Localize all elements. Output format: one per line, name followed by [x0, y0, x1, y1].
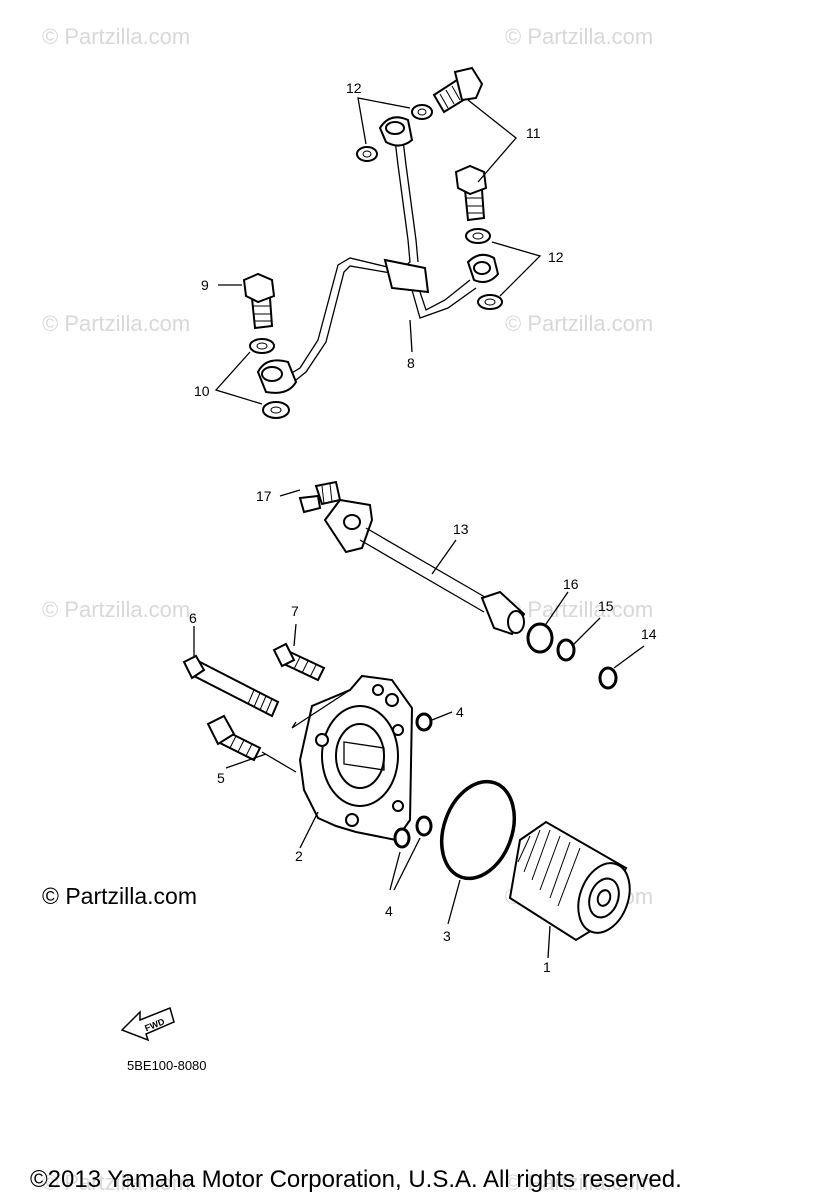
- callout-17: 17: [256, 488, 272, 504]
- leader-lines-lower: [193, 489, 645, 959]
- callout-3: 3: [443, 928, 451, 944]
- partzilla-credit: © Partzilla.com: [42, 883, 197, 909]
- callout-2: 2: [295, 848, 303, 864]
- callout-8: 8: [407, 355, 415, 371]
- callout-10: 10: [194, 383, 210, 399]
- leader-lines-upper: [214, 97, 542, 405]
- washer-12: [356, 104, 503, 310]
- watermark: © Partzilla.com: [42, 597, 191, 622]
- bolt-17: [298, 480, 342, 514]
- callout-12: 12: [548, 249, 564, 265]
- union-bolt-9: [242, 272, 276, 330]
- callout-16: 16: [563, 576, 579, 592]
- watermark: © Partzilla.com: [42, 311, 191, 336]
- callout-6: 6: [189, 610, 197, 626]
- diagram-code: 5BE100-8080: [127, 1058, 207, 1073]
- bolt-5: [206, 714, 262, 762]
- watermark: © Partzilla.com: [505, 1170, 654, 1195]
- callout-9: 9: [201, 277, 209, 293]
- callout-13: 13: [453, 521, 469, 537]
- oil-delivery-pipe-13: [323, 498, 526, 636]
- callout-12: 12: [346, 80, 362, 96]
- callout-5: 5: [217, 770, 225, 786]
- o-ring-4: [393, 712, 433, 849]
- watermark: © Partzilla.com: [42, 1170, 191, 1195]
- callout-15: 15: [598, 598, 614, 614]
- watermark: © Partzilla.com: [505, 597, 654, 622]
- callout-4: 4: [456, 704, 464, 720]
- oil-pipe-8: [256, 116, 500, 394]
- watermark: © Partzilla.com: [42, 24, 191, 49]
- callout-11: 11: [526, 125, 541, 141]
- callout-14: 14: [641, 626, 657, 642]
- o-ring-14: [598, 666, 618, 690]
- fwd-arrow-icon: FWD: [120, 1006, 175, 1042]
- union-bolt-11: [432, 66, 488, 222]
- o-ring-15: [556, 638, 576, 662]
- copyright-footer: ©2013 Yamaha Motor Corporation, U.S.A. A…: [30, 1166, 682, 1193]
- callout-7: 7: [291, 603, 299, 619]
- callout-1: 1: [543, 959, 551, 975]
- watermark: © Partzilla.com: [505, 311, 654, 336]
- oil-filter-cover-2: [298, 674, 414, 842]
- oil-filter-1: [508, 820, 631, 942]
- bolt-7: [272, 642, 326, 682]
- bolt-6: [182, 654, 280, 718]
- callout-4: 4: [385, 903, 393, 919]
- o-ring-3: [440, 779, 516, 881]
- o-ring-16: [526, 622, 554, 654]
- washer-10: [249, 338, 290, 419]
- watermark: © Partzilla.com: [505, 24, 654, 49]
